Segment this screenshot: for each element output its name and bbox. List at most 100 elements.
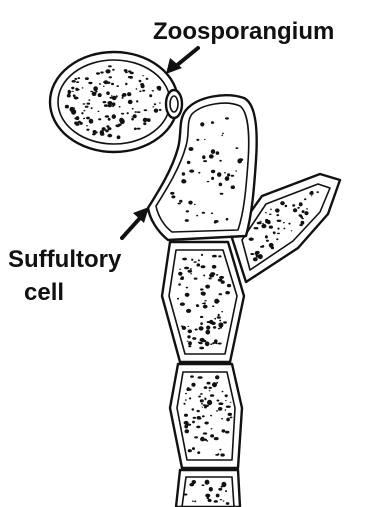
stipple-dot: [226, 218, 229, 221]
stipple-dot: [266, 240, 269, 242]
stipple-dot: [201, 292, 204, 296]
stipple-dot: [111, 83, 114, 85]
stipple-dot: [118, 124, 122, 126]
stipple-dot: [190, 273, 192, 274]
stipple-dot: [299, 214, 303, 217]
stipple-dot: [184, 267, 189, 270]
stipple-dot: [187, 341, 189, 342]
stipple-dot: [79, 122, 83, 125]
stipple-dot: [227, 284, 231, 287]
stipple-dot: [199, 347, 204, 350]
stipple-dot: [210, 434, 214, 437]
stipple-dot: [201, 265, 206, 268]
stipple-dot: [130, 72, 134, 75]
stipple-dot: [88, 99, 90, 101]
stipple-dot: [203, 160, 207, 162]
stipple-dot: [102, 127, 106, 131]
stipple-dot: [285, 205, 288, 207]
stipple-dot: [142, 75, 144, 76]
stipple-dot: [65, 105, 69, 109]
stipple-dot: [221, 486, 223, 488]
stipple-dot: [265, 222, 267, 223]
stipple-dot: [170, 192, 174, 195]
stipple-dot: [154, 109, 158, 113]
stipple-dot: [124, 93, 126, 94]
stipple-dot: [214, 318, 216, 320]
suffultory-label-line1: Suffultory: [8, 246, 122, 273]
stipple-dot: [188, 270, 193, 273]
stipple-dot: [108, 105, 110, 107]
stipple-dot: [220, 499, 223, 500]
stipple-dot: [225, 291, 230, 294]
stipple-dot: [211, 213, 213, 215]
stipple-dot: [204, 300, 207, 301]
stipple-dot: [201, 403, 203, 405]
stipple-dot: [187, 326, 189, 327]
stipple-dot: [187, 335, 190, 338]
zoosporangium: [50, 52, 178, 152]
stipple-dot: [187, 424, 191, 426]
stipple-dot: [269, 214, 272, 215]
stipple-dot: [288, 223, 290, 225]
stipple-dot: [212, 382, 217, 387]
stipple-dot: [219, 449, 221, 451]
stipple-dot: [178, 203, 181, 205]
stipple-dot: [250, 253, 254, 255]
stipple-dot: [225, 394, 228, 397]
stipple-dot: [185, 429, 190, 433]
stipple-dot: [225, 409, 227, 411]
stipple-dot: [225, 490, 227, 492]
stipple-dot: [219, 276, 224, 279]
zoosporangium-label: Zoosporangium: [153, 18, 334, 45]
stipple-dot: [190, 375, 194, 377]
stipple-dot: [188, 201, 192, 205]
stipple-dot: [192, 501, 194, 502]
stipple-dot: [249, 238, 254, 241]
stipple-dot: [86, 129, 89, 131]
stipple-dot: [276, 214, 279, 216]
stipple-dot: [185, 399, 187, 401]
stipple-dot: [293, 208, 297, 212]
stipple-dot: [83, 103, 86, 104]
stipple-dot: [143, 122, 146, 125]
stipple-dot: [216, 274, 218, 276]
stipple-dot: [214, 437, 219, 440]
stipple-dot: [112, 96, 117, 100]
stipple-dot: [87, 103, 91, 105]
stipple-dot: [82, 87, 84, 88]
stipple-dot: [231, 175, 235, 177]
stipple-dot: [199, 342, 203, 344]
stipple-dot: [190, 268, 192, 269]
filament-cell-3: [170, 364, 242, 468]
stipple-dot: [277, 220, 282, 222]
stipple-dot: [231, 185, 235, 189]
stipple-dot: [230, 417, 233, 419]
stipple-dot: [203, 432, 207, 434]
stipple-dot: [218, 407, 222, 411]
stipple-dot: [194, 261, 197, 263]
stipple-dot: [111, 95, 113, 97]
stipple-dot: [235, 147, 238, 149]
stipple-dot: [256, 254, 259, 256]
stipple-dot: [209, 390, 211, 391]
stipple-dot: [218, 314, 220, 316]
stipple-dot: [93, 86, 98, 91]
stipple-dot: [215, 454, 219, 456]
stipple-dot: [253, 257, 258, 261]
stipple-dot: [205, 330, 210, 335]
stipple-dot: [270, 209, 272, 211]
stipple-dot: [254, 227, 259, 229]
stipple-dot: [262, 223, 264, 224]
stipple-dot: [124, 69, 128, 72]
stipple-dot: [121, 113, 124, 115]
stipple-dot: [261, 224, 266, 228]
stipple-dot: [106, 91, 110, 95]
stipple-dot: [202, 407, 204, 408]
stipple-dot: [76, 116, 80, 120]
stipple-dot: [91, 107, 93, 109]
stipple-dot: [179, 269, 181, 270]
stipple-dot: [217, 400, 220, 402]
stipple-dot: [146, 78, 149, 80]
stipple-dot: [271, 247, 274, 250]
stipple-dot: [203, 305, 208, 309]
